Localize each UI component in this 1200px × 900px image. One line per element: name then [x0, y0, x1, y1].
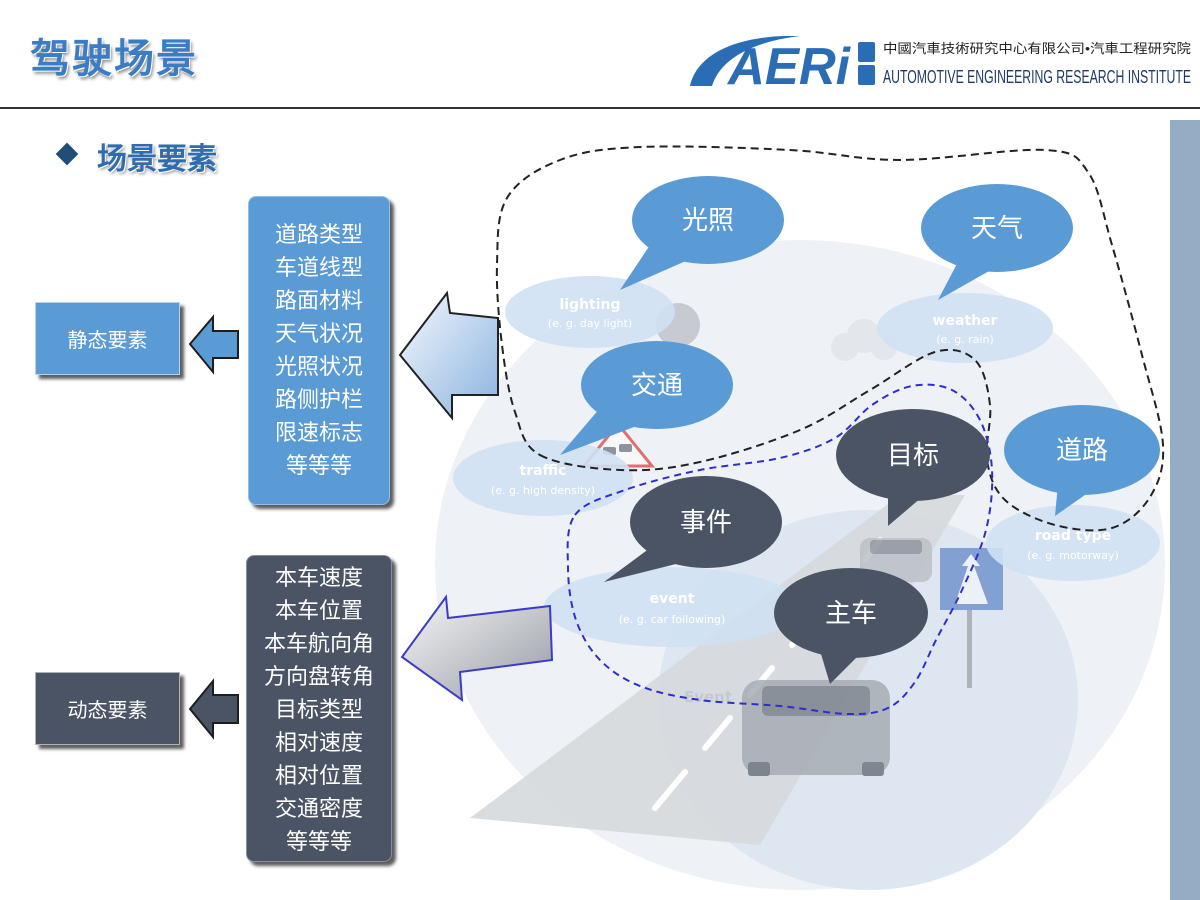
dynamic-elements-list: 本车速度 本车位置 本车航向角 方向盘转角 目标类型 相对速度 相对位置 交通密…	[246, 555, 392, 862]
company-name: 中國汽車技術研究中心有限公司•汽車工程研究院 AUTOMOTIVE ENGINE…	[883, 41, 1191, 87]
scene-labels: lighting (e. g. day light) weather (e. g…	[453, 276, 1160, 647]
bubble-label: 道路	[1056, 436, 1108, 466]
bubble-target: 目标	[836, 409, 990, 526]
scene-label-weather: weather (e. g. rain)	[877, 293, 1053, 363]
scene-label-ellipse	[986, 505, 1160, 581]
bubble-body	[921, 184, 1073, 272]
dynamic-source-arrow	[400, 594, 554, 703]
left-arrow-icon	[188, 314, 239, 375]
company-name-cn: 中國汽車技術研究中心有限公司•汽車工程研究院	[883, 41, 1191, 56]
scene-label-example: (e. g. high density)	[491, 484, 595, 497]
list-item: 路侧护栏	[274, 388, 363, 413]
scene-label-name: road type	[1035, 528, 1111, 544]
car-window	[762, 686, 870, 716]
bubble-body	[581, 341, 733, 429]
list-item: 本车航向角	[263, 632, 374, 657]
bubble-body	[632, 176, 784, 264]
list-item: 道路类型	[274, 223, 363, 248]
scene-label-ellipse	[505, 276, 675, 348]
car-window	[870, 540, 922, 554]
aeri-logo: AERi	[690, 36, 875, 90]
list-item: 相对速度	[274, 731, 363, 756]
scene-label-example: (e. g. motorway)	[1027, 549, 1119, 562]
scene-label-ellipse	[877, 293, 1053, 363]
scene-label-example: (e. g. car following)	[619, 613, 726, 626]
bubble-label: 事件	[680, 508, 732, 538]
scene-label-name: event	[650, 591, 695, 607]
scene-label-road-type: road type (e. g. motorway)	[986, 505, 1160, 581]
sign-arrow	[955, 554, 988, 604]
list-item: 天气状况	[274, 322, 363, 347]
list-item: 限速标志	[274, 421, 363, 446]
list-item: 等等等	[285, 454, 352, 479]
bubble-body	[836, 409, 990, 501]
bubble-body	[630, 476, 782, 568]
scene-label-name: traffic	[520, 463, 567, 479]
list-item: 交通密度	[274, 797, 363, 822]
bubble-weather: 天气	[921, 184, 1073, 300]
list-item: 光照状况	[274, 355, 363, 380]
logo-seal-bottom	[858, 65, 875, 85]
scene-label-ellipse	[544, 567, 800, 647]
bubble-ego-vehicle: 主车	[774, 568, 928, 684]
left-arrow-icon	[188, 678, 239, 740]
list-item: 车道线型	[274, 256, 363, 281]
header-divider	[0, 107, 1200, 109]
static-elements-label: 静态要素	[35, 302, 180, 375]
bubble-road: 道路	[1004, 405, 1160, 516]
logo-swoosh	[690, 36, 800, 86]
bubble-traffic: 交通	[560, 341, 733, 455]
scene-label-lighting: lighting (e. g. day light)	[505, 276, 675, 348]
bubble-event: 事件	[604, 476, 782, 582]
list-item: 本车速度	[274, 566, 363, 591]
page-title: 驾驶场景	[30, 35, 198, 82]
scene-label-name: lighting	[559, 297, 620, 313]
section-title: 场景要素	[97, 142, 217, 177]
right-side-bar	[1170, 120, 1200, 900]
company-name-en: AUTOMOTIVE ENGINEERING RESEARCH INSTITUT…	[883, 67, 1191, 87]
scene-label-ellipse	[453, 440, 633, 516]
logo-seal-top	[858, 42, 875, 62]
bubble-label: 交通	[631, 371, 683, 401]
car-wheel	[748, 762, 770, 776]
lane-dash	[652, 769, 688, 811]
bubble-label: 主车	[825, 599, 877, 629]
scene-label-name: weather	[933, 313, 998, 329]
list-item: 等等等	[285, 830, 352, 855]
sign-pole	[967, 610, 972, 688]
bubble-label: 光照	[682, 206, 734, 236]
bubble-label: 天气	[971, 214, 1023, 244]
motorway-sign-icon	[940, 548, 1003, 688]
car-wheel	[862, 762, 884, 776]
warning-car	[619, 444, 632, 452]
bubble-body	[1004, 405, 1160, 495]
logo-lettering: AERi	[726, 38, 851, 90]
list-item: 本车位置	[274, 599, 363, 624]
bubble-body	[774, 568, 928, 658]
list-item: 方向盘转角	[263, 665, 374, 690]
bubble-lighting: 光照	[620, 176, 784, 290]
event-watermark: Event	[684, 688, 732, 706]
scene-label-event: event (e. g. car following)	[544, 567, 800, 647]
scene-label-example: (e. g. day light)	[548, 317, 632, 330]
list-item: 相对位置	[274, 764, 363, 789]
scene-label-example: (e. g. rain)	[936, 333, 994, 346]
list-item: 目标类型	[274, 698, 363, 723]
static-source-arrow	[398, 290, 499, 421]
list-item: 路面材料	[274, 289, 363, 314]
static-elements-list: 道路类型 车道线型 路面材料 天气状况 光照状况 路侧护栏 限速标志 等等等	[248, 196, 390, 505]
ego-car-icon	[742, 680, 890, 776]
scene-label-traffic: traffic (e. g. high density)	[453, 440, 633, 516]
dynamic-elements-boundary	[566, 383, 994, 716]
lane-dash	[702, 715, 733, 751]
bubble-label: 目标	[887, 441, 939, 471]
dynamic-elements-label: 动态要素	[35, 672, 180, 745]
